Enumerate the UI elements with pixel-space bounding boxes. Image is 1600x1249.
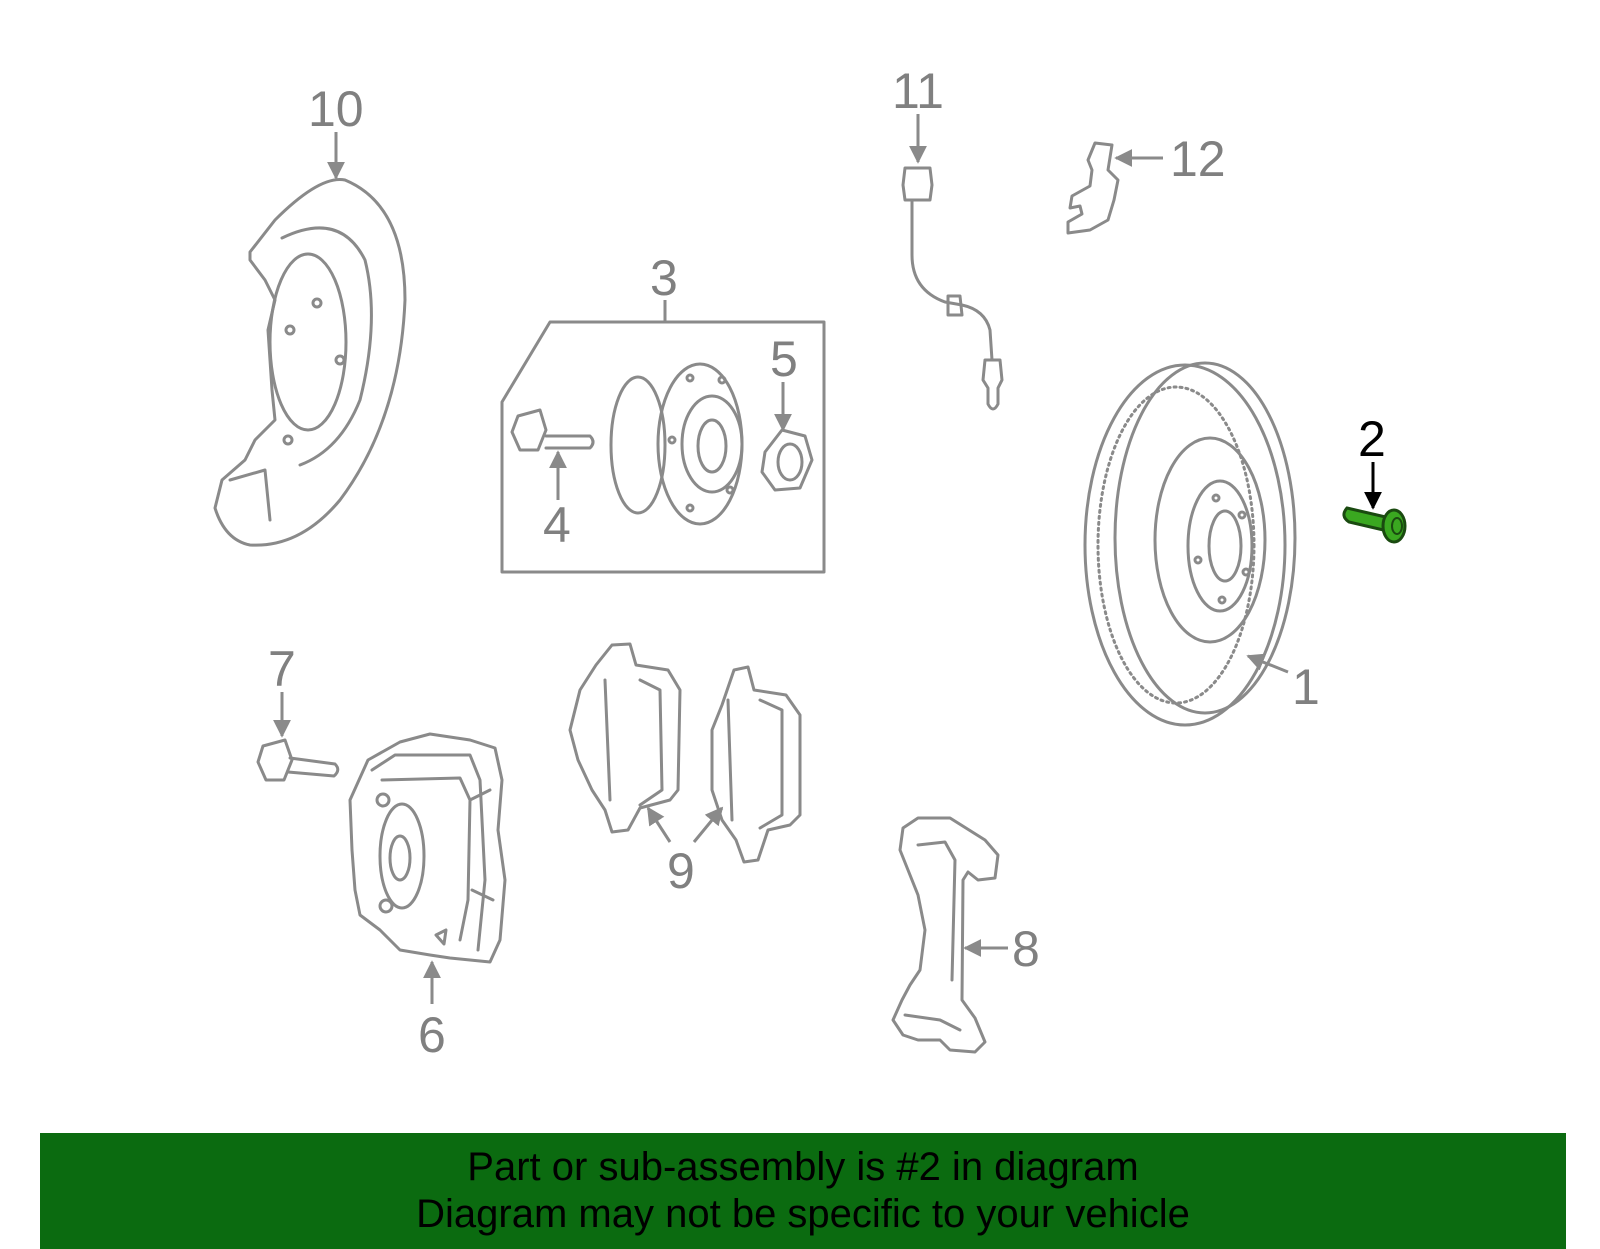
banner-line-1: Part or sub-assembly is #2 in diagram — [467, 1145, 1139, 1189]
callout-12[interactable]: 12 — [1170, 131, 1226, 187]
part-12-bracket[interactable] — [1066, 141, 1120, 235]
part-11-brake-hose[interactable] — [901, 166, 1004, 411]
callout-11[interactable]: 11 — [892, 63, 944, 119]
parts-diagram: 10 11 12 3 5 4 2 1 7 9 8 6 — [213, 63, 1407, 1063]
callout-2[interactable]: 2 — [1358, 411, 1386, 467]
callout-arrows — [273, 114, 1382, 1004]
callout-3[interactable]: 3 — [650, 250, 678, 306]
callout-10[interactable]: 10 — [308, 81, 364, 137]
part-6-caliper[interactable] — [348, 732, 507, 964]
part-10-splash-shield[interactable] — [213, 178, 407, 547]
banner-line-2: Diagram may not be specific to your vehi… — [416, 1192, 1190, 1236]
callout-7[interactable]: 7 — [268, 641, 296, 697]
callout-4[interactable]: 4 — [543, 497, 571, 553]
callout-1[interactable]: 1 — [1292, 659, 1320, 715]
part-9-brake-pads[interactable] — [568, 642, 802, 864]
callout-6[interactable]: 6 — [418, 1007, 446, 1063]
info-banner: Part or sub-assembly is #2 in diagram Di… — [40, 1133, 1566, 1249]
callout-9[interactable]: 9 — [667, 843, 695, 899]
part-1-brake-rotor[interactable] — [1083, 361, 1297, 727]
callout-5[interactable]: 5 — [770, 331, 798, 387]
part-2-bolt[interactable] — [1342, 506, 1407, 544]
callout-8[interactable]: 8 — [1012, 921, 1040, 977]
part-8-caliper-bracket[interactable] — [891, 816, 1000, 1054]
part-7-caliper-bolt[interactable] — [256, 738, 340, 782]
part-3-hub-assembly[interactable] — [500, 320, 826, 574]
callout-labels: 10 11 12 3 5 4 2 1 7 9 8 6 — [268, 63, 1386, 1063]
